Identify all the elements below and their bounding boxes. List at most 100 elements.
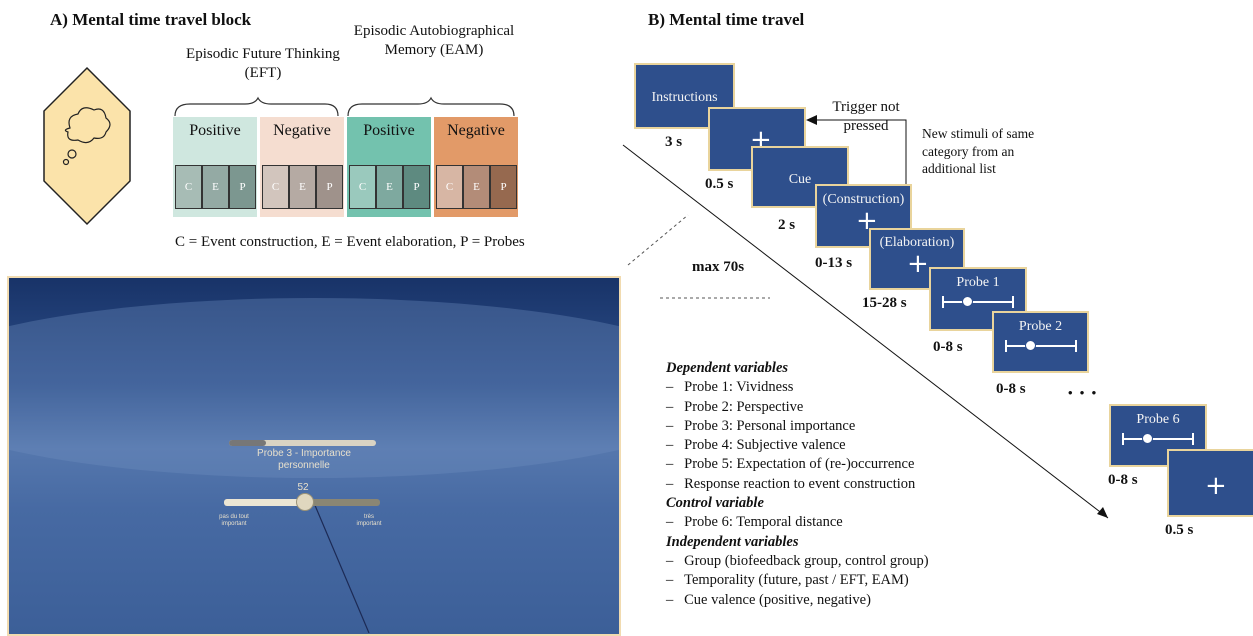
probe-progress-fill [229, 440, 266, 446]
screen-label: (Elaboration) [879, 235, 955, 250]
segment-construction: C [349, 165, 376, 209]
thought-bubble-icon [43, 66, 131, 226]
screen-label: Instructions [651, 90, 718, 105]
vr-right-anchor-line1: très [363, 514, 374, 520]
variable-text: Temporality (future, past / EFT, EAM) [684, 572, 909, 589]
list-dash: – [666, 398, 674, 415]
variable-text: Probe 6: Temporal distance [684, 514, 843, 531]
variable-text: Probe 5: Expectation of (re-)occurrence [684, 456, 915, 473]
category-eft-negative: Negative C E P [260, 117, 344, 217]
probe-scale [1123, 438, 1193, 440]
dependent-variable-item: – Probe 5: Expectation of (re-)occurrenc… [666, 455, 929, 474]
variable-text: Response reaction to event construction [684, 475, 916, 492]
new-stimuli-line3: additional list [922, 161, 996, 177]
category-eam-negative: Negative C E P [434, 117, 518, 217]
dependent-variable-item: – Probe 3: Personal importance [666, 417, 929, 436]
category-label: Negative [273, 122, 331, 139]
duration-probe-6: 0-8 s [1108, 472, 1138, 488]
vr-left-anchor-line1: pas du tout [219, 514, 249, 520]
trigger-note-line2: pressed [843, 117, 889, 134]
control-variable-title: Control variable [666, 495, 764, 512]
fixation-cross-icon: + [907, 249, 929, 279]
segment-construction: C [436, 165, 463, 209]
screen-label: Probe 6 [1136, 412, 1180, 427]
dependent-variables-title: Dependent variables [666, 360, 789, 376]
list-dash: – [666, 437, 674, 454]
screen-label: Cue [788, 172, 812, 187]
vr-slider-fill [224, 499, 306, 506]
list-dash: – [666, 514, 674, 531]
segment-construction: C [175, 165, 202, 209]
trigger-note-line1: Trigger not [832, 99, 900, 115]
probe-scale [1006, 345, 1076, 347]
panel-a-heading: A) Mental time travel block [50, 10, 252, 29]
list-dash: – [666, 591, 674, 608]
vr-horizon-glow [9, 298, 619, 633]
new-stimuli-note: New stimuli of same category from an add… [922, 125, 1034, 178]
ellipsis: • • • [1068, 385, 1099, 400]
screen-label: Probe 1 [956, 275, 1000, 290]
probe-scale-tick [1005, 340, 1007, 352]
eam-label: Episodic Autobiographical Memory (EAM) [353, 23, 515, 58]
probe-scale-marker [962, 296, 973, 307]
probe-scale [943, 301, 1013, 303]
trigger-note: Trigger not pressed [826, 98, 906, 136]
segment-elaboration: E [463, 165, 490, 209]
screen-label: (Construction) [822, 192, 905, 207]
segment-construction: C [262, 165, 289, 209]
vr-slider-handle[interactable] [296, 493, 315, 511]
duration-max: max 70s [692, 259, 745, 275]
category-eft-positive: Positive C E P [173, 117, 257, 217]
segment-probes: P [316, 165, 343, 209]
independent-variable-item: – Cue valence (positive, negative) [666, 591, 929, 610]
duration-construction: 0-13 s [815, 255, 853, 271]
independent-variables-title: Independent variables [666, 533, 799, 550]
screen-probe-2: Probe 2 [992, 311, 1089, 373]
eft-label: Episodic Future Thinking (EFT) [186, 46, 340, 81]
vr-screenshot: Probe 3 - Importance personnelle 52 pas … [7, 276, 621, 636]
probe-scale-tick [1122, 433, 1124, 445]
segment-probes: P [403, 165, 430, 209]
duration-instructions: 3 s [665, 134, 683, 150]
dependent-variable-item: – Probe 2: Perspective [666, 398, 929, 417]
vr-left-anchor: pas du tout important [204, 514, 264, 528]
probe-scale-tick [1075, 340, 1077, 352]
segment-probes: P [490, 165, 517, 209]
fixation-cross-icon: + [856, 206, 878, 236]
probe-progress-bar [229, 440, 376, 446]
duration-fixation-1: 0.5 s [705, 176, 734, 192]
fixation-cross-icon: + [1205, 471, 1227, 501]
variable-text: Probe 4: Subjective valence [684, 437, 846, 454]
duration-probe-1: 0-8 s [933, 339, 963, 355]
segment-elaboration: E [376, 165, 403, 209]
variables-list: Dependent variables – Probe 1: Vividness… [666, 359, 929, 610]
new-stimuli-line2: category from an [922, 143, 1015, 159]
variable-text: Group (biofeedback group, control group) [684, 552, 929, 569]
independent-variable-item: – Group (biofeedback group, control grou… [666, 552, 929, 571]
vr-slider-value: 52 [297, 482, 309, 493]
vr-right-anchor: très important [339, 514, 399, 528]
vr-left-anchor-line2: important [221, 520, 247, 527]
new-stimuli-line1: New stimuli of same [922, 126, 1035, 141]
screen-fixation-2: + [1167, 449, 1253, 517]
variable-text: Probe 3: Personal importance [684, 417, 856, 434]
vr-right-anchor-line2: important [356, 520, 382, 527]
vr-probe-title: Probe 3 - Importance personnelle [209, 448, 399, 471]
segment-legend: C = Event construction, E = Event elabor… [175, 234, 525, 250]
segment-elaboration: E [202, 165, 229, 209]
duration-elaboration: 15-28 s [862, 295, 907, 311]
variable-text: Probe 1: Vividness [684, 379, 794, 396]
vr-probe-title-line1: Probe 3 - Importance [257, 448, 351, 459]
screen-instructions: Instructions [634, 63, 735, 129]
control-variable-item: – Probe 6: Temporal distance [666, 513, 929, 532]
duration-fixation-2: 0.5 s [1165, 522, 1194, 538]
variable-text: Probe 2: Perspective [684, 398, 804, 415]
dependent-variable-item: – Probe 4: Subjective valence [666, 436, 929, 455]
category-eam-positive: Positive C E P [347, 117, 431, 217]
category-label: Positive [189, 122, 241, 139]
probe-scale-tick [942, 296, 944, 308]
probe-scale-tick [1012, 296, 1014, 308]
dependent-variable-item: – Probe 1: Vividness [666, 378, 929, 397]
duration-probe-2: 0-8 s [996, 381, 1026, 397]
segment-probes: P [229, 165, 256, 209]
